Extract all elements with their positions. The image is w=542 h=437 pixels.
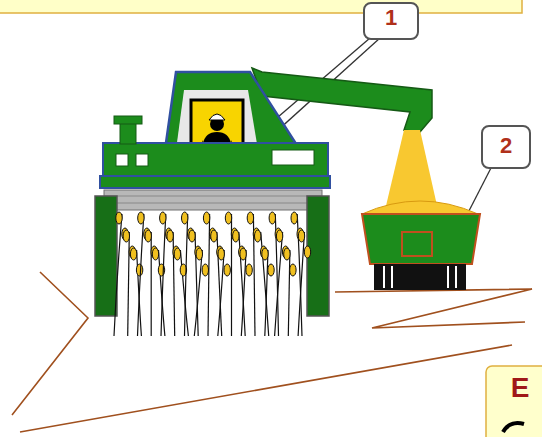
wheat-head [182,212,188,224]
field-lines [12,272,532,432]
wheat-stalk [128,232,130,336]
combine-body [95,72,330,316]
wheat-head [304,246,310,258]
callout-number: 1 [364,5,418,31]
wheat-head [167,230,173,242]
wheat-stalk [138,214,144,336]
wheat-head [262,248,268,260]
wheat-head [255,230,261,242]
wheat-head [130,248,136,260]
wheat-head [138,212,144,224]
wheat-stalk [288,250,290,336]
wheat-stalk [261,232,269,336]
wheat-head [276,230,282,242]
wheat-stalk [241,250,246,336]
wheat-head [202,264,208,276]
wheat-head [246,264,252,276]
wheat-head [136,264,142,276]
wheat-head [116,212,122,224]
wheat-head [203,212,209,224]
wheat-head [218,248,224,260]
callout-number: 2 [482,133,530,159]
wheat-head [247,212,253,224]
wheat-head [290,264,296,276]
wheat-head [233,230,239,242]
wheat-stalks [114,212,311,336]
wheat-head [196,248,202,260]
wheat-head [189,230,195,242]
wheat-stalk [194,250,202,336]
wheat-stalk [298,232,304,336]
section-letter: E [500,372,540,404]
wheat-head [174,248,180,260]
grain-trailer [362,201,480,290]
wheat-head [291,212,297,224]
top-band [0,0,522,13]
wheat-stalk [239,232,245,336]
wheat-head [269,212,275,224]
wheat-stalk [275,232,283,336]
corner-box [486,366,542,437]
wheat-head [240,248,246,260]
wheat-head [224,264,230,276]
wheat-head [225,212,231,224]
wheat-head [211,230,217,242]
wheat-head [152,248,158,260]
wheat-head [284,248,290,260]
wheat-stalk [161,214,166,336]
wheat-stalk [265,250,268,336]
wheat-stalk [218,250,224,336]
wheat-head [145,230,151,242]
callout-boxes [364,3,530,168]
wheat-head [298,230,304,242]
wheat-stalk [114,214,122,336]
wheat-head [123,230,129,242]
wheat-head [160,212,166,224]
wheat-head [268,264,274,276]
